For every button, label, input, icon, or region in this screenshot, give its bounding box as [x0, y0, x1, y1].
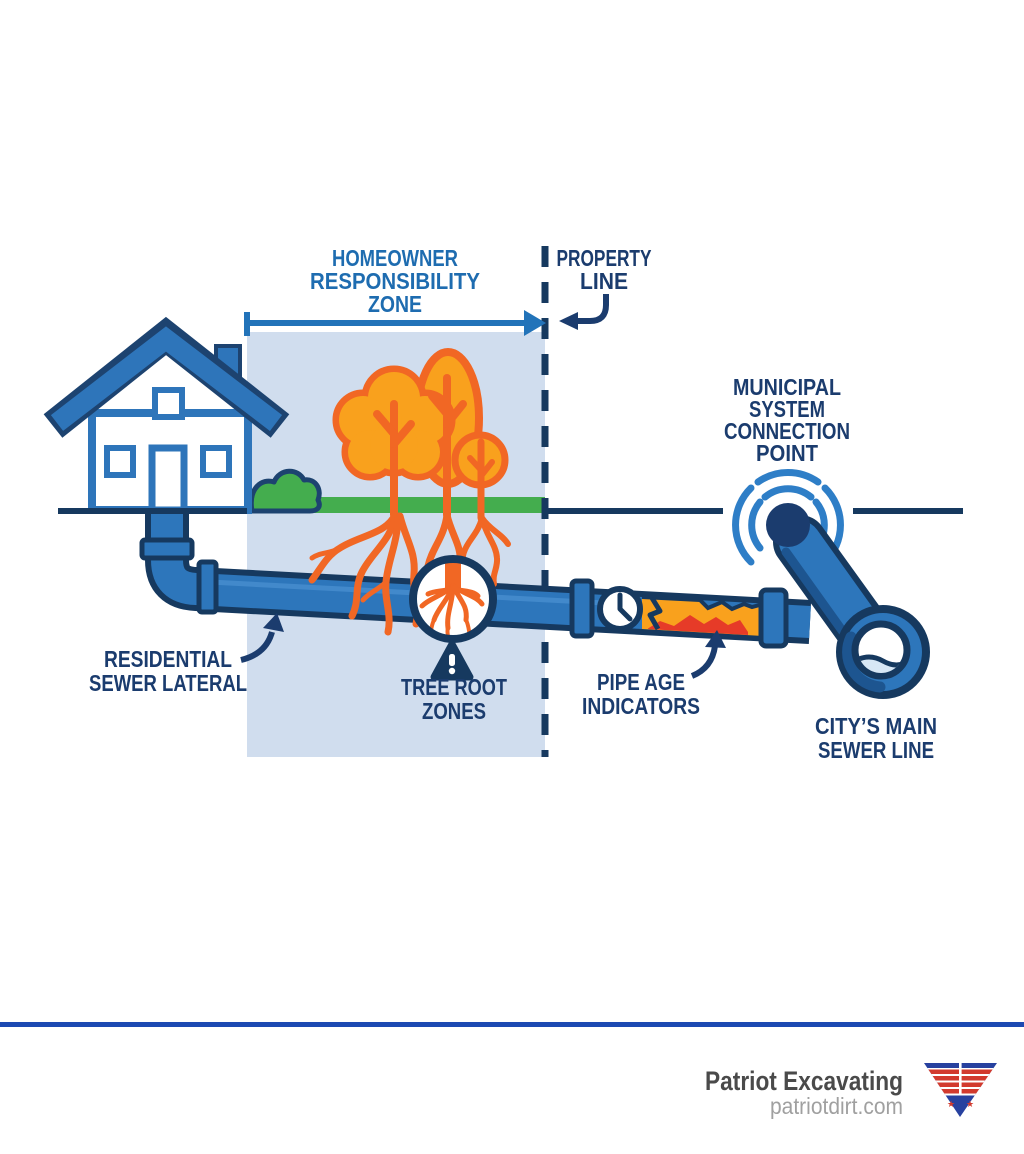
- property-line-label-line1: PROPERTY: [557, 245, 652, 271]
- crack-icon: [647, 596, 663, 631]
- residential-label-line1: RESIDENTIAL: [104, 646, 232, 672]
- homeowner-zone-label-line3: ZONE: [368, 291, 422, 317]
- aged-pipe-section: [569, 578, 789, 649]
- pipe-age-label-line1: PIPE AGE: [597, 669, 685, 695]
- pipe-flange-elbow: [139, 537, 195, 561]
- tree-trunks: [373, 374, 495, 522]
- root-intrusion-magnifier: [409, 555, 497, 643]
- municipal-label-line1: MUNICIPAL: [733, 374, 841, 400]
- tree-icons: [332, 348, 509, 522]
- diagram-labels: HOMEOWNER RESPONSIBILITY ZONE PROPERTY L…: [89, 245, 937, 763]
- footer-divider: [0, 1022, 1024, 1027]
- main-sewer-ring: [836, 605, 930, 699]
- footer: Patriot Excavating patriotdirt.com ★ ★: [0, 1022, 1024, 1119]
- roof: [50, 326, 283, 431]
- residential-label-line2: SEWER LATERAL: [89, 670, 247, 696]
- attic-window: [152, 387, 185, 420]
- logo-star-right: ★: [966, 1099, 974, 1109]
- website-url: patriotdirt.com: [770, 1093, 903, 1119]
- logo-star-left: ★: [947, 1099, 955, 1109]
- property-line-arrow: [559, 294, 609, 330]
- company-name: Patriot Excavating: [705, 1066, 903, 1096]
- municipal-label-line4: POINT: [756, 440, 818, 466]
- warning-icon: [430, 640, 474, 681]
- municipal-label-line2: SYSTEM: [749, 396, 825, 422]
- connection-point: [766, 503, 810, 547]
- tree-root-label-line2: ZONES: [422, 698, 486, 724]
- patriot-logo: ★ ★: [924, 1063, 997, 1117]
- city-main-label-line1: CITY’S MAIN: [815, 713, 937, 739]
- tree-roots: [308, 511, 511, 636]
- sewer-lateral-pipe: [139, 509, 812, 644]
- door: [148, 444, 188, 514]
- pipe-age-arrow: [690, 630, 726, 679]
- pipe-flange-right: [758, 587, 789, 649]
- clock-icon: [597, 586, 643, 632]
- bush-icon: [248, 468, 322, 514]
- property-line-label-line2: LINE: [580, 268, 628, 294]
- pipe-age-label-line2: INDICATORS: [582, 693, 700, 719]
- corrosion-patch: [648, 615, 748, 635]
- homeowner-zone-label-line1: HOMEOWNER: [332, 245, 458, 271]
- residential-arrow: [240, 613, 284, 663]
- pipe-flange-mid: [569, 578, 595, 639]
- homeowner-zone-label-line2: RESPONSIBILITY: [310, 268, 480, 294]
- municipal-label-line3: CONNECTION: [724, 418, 850, 444]
- city-main-label-line2: SEWER LINE: [818, 737, 934, 763]
- zone-span-arrow: [244, 310, 546, 336]
- pipe-flange-left: [196, 559, 219, 615]
- right-window: [200, 445, 232, 478]
- tree-root-label-line1: TREE ROOT: [401, 674, 507, 700]
- left-window: [104, 445, 136, 478]
- house-icon: [43, 316, 290, 514]
- municipal-connection: [732, 469, 930, 699]
